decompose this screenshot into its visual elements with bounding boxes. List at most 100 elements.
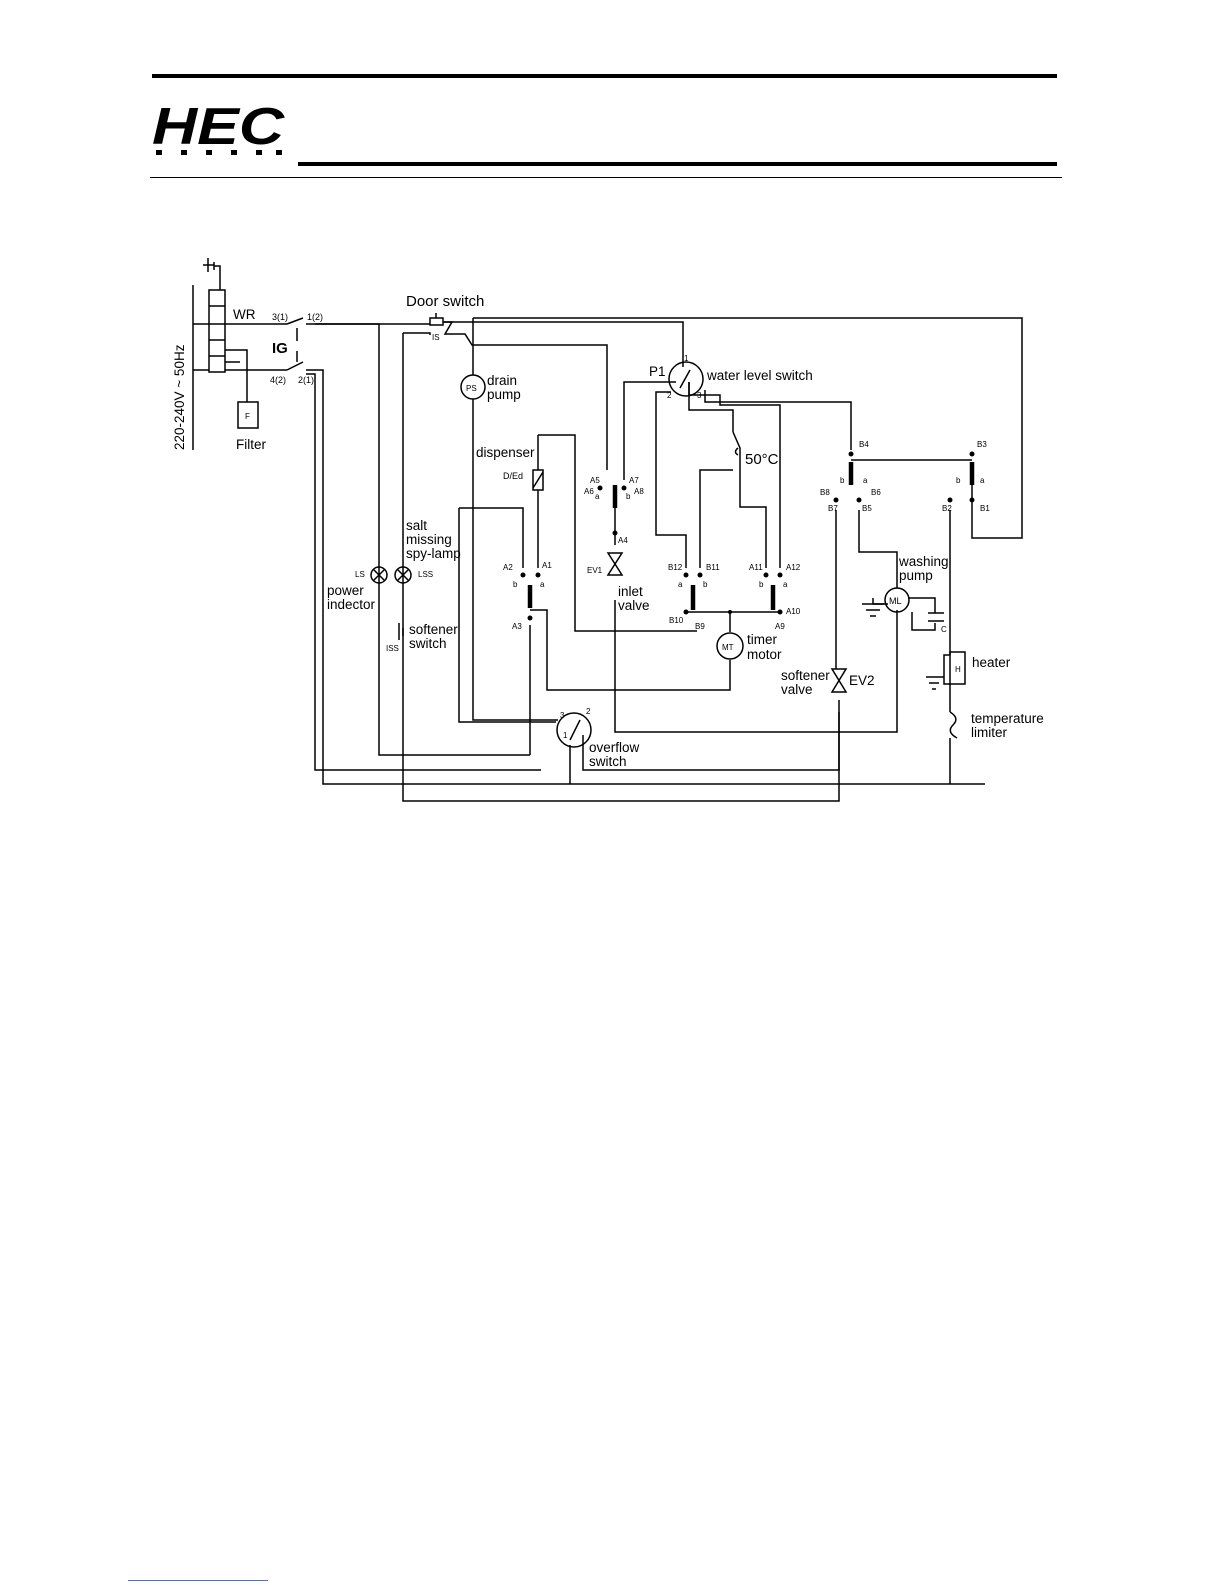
softener-switch-label-1: softener xyxy=(409,622,458,637)
ev2-label: EV2 xyxy=(849,673,875,688)
b5-label: B5 xyxy=(862,504,872,513)
power-indicator-label-1: power xyxy=(327,583,364,598)
timer-motor-symbol xyxy=(716,632,744,660)
a3-label: A3 xyxy=(512,622,522,631)
b2-label: B2 xyxy=(942,504,952,513)
b10-label: B10 xyxy=(669,616,684,625)
contact-b-b11: b xyxy=(703,580,708,589)
iss-label: ISS xyxy=(386,644,399,653)
ls-label: LS xyxy=(355,570,365,579)
footer-link-underline xyxy=(128,1580,268,1581)
inlet-valve-label-1: inlet xyxy=(618,584,643,599)
filter-symbol-label: F xyxy=(245,412,250,421)
washing-pump-label-1: washing xyxy=(898,554,949,569)
water-level-switch-label: water level switch xyxy=(706,368,813,383)
cam-contacts xyxy=(520,451,975,621)
contact-b-b8: b xyxy=(840,476,845,485)
a11-label: A11 xyxy=(749,563,763,572)
b4-label: B4 xyxy=(859,440,869,449)
drain-pump-label-2: pump xyxy=(487,387,521,402)
contact-a-b12: a xyxy=(678,580,683,589)
logo-text: HEC xyxy=(152,98,286,156)
wr-label: WR xyxy=(233,307,256,322)
hec-logo: HEC xyxy=(152,98,286,156)
b9-label: B9 xyxy=(695,622,705,631)
temperature-limiter-label-1: temperature xyxy=(971,711,1044,726)
overflow-switch-label-2: switch xyxy=(589,754,627,769)
contact-a-a12: a xyxy=(783,580,788,589)
b11-label: B11 xyxy=(706,563,720,572)
ofs-pin-3: 3 xyxy=(560,711,565,720)
timer-motor-label-1: timer xyxy=(747,632,778,647)
softener-valve-symbol xyxy=(830,668,848,693)
washing-pump-ground xyxy=(862,598,884,617)
a10-label: A10 xyxy=(786,607,801,616)
terminal-2-1: 2(1) xyxy=(298,375,314,385)
wires xyxy=(192,258,1023,802)
header-thin-rule xyxy=(150,177,1062,178)
header-mid-rule xyxy=(298,162,1057,166)
dispenser-label: dispenser xyxy=(476,445,535,460)
died-label: D/Ed xyxy=(503,471,523,481)
ml-label: ML xyxy=(889,596,902,606)
wls-pin-1: 1 xyxy=(684,354,689,363)
contact-b-a2: b xyxy=(513,580,518,589)
a9-label: A9 xyxy=(775,622,785,631)
b3-label: B3 xyxy=(977,440,987,449)
inlet-valve-symbol xyxy=(606,552,624,576)
a12-label: A12 xyxy=(786,563,801,572)
temperature-limiter-label-2: limiter xyxy=(971,725,1008,740)
contact-b-b2: b xyxy=(956,476,961,485)
overflow-switch-label-1: overflow xyxy=(589,740,640,755)
components xyxy=(237,313,966,748)
drain-pump-symbol xyxy=(460,374,486,400)
a4-label: A4 xyxy=(618,536,628,545)
terminal-4-2: 4(2) xyxy=(270,375,286,385)
terminal-1-2: 1(2) xyxy=(307,312,323,322)
a6-label: A6 xyxy=(584,487,594,496)
heater-symbol xyxy=(949,651,966,685)
lss-label: LSS xyxy=(418,570,433,579)
p1-label: P1 xyxy=(649,364,666,379)
timer-motor-label-2: motor xyxy=(747,647,782,662)
labels: Door switch WR IG 3(1) 1(2) 4(2) 2(1) IS… xyxy=(172,293,1044,769)
header-top-rule xyxy=(152,74,1057,78)
contact-a-b1: a xyxy=(980,476,985,485)
contact-b-a8: b xyxy=(626,492,631,501)
washing-pump-label-2: pump xyxy=(899,568,933,583)
h-label: H xyxy=(955,665,961,674)
a8-label: A8 xyxy=(634,487,644,496)
b6-label: B6 xyxy=(871,488,881,497)
contact-a-a1: a xyxy=(540,580,545,589)
salt-label-1: salt xyxy=(406,518,427,533)
ofs-pin-1: 1 xyxy=(563,731,568,740)
overflow-switch-symbol xyxy=(556,712,592,748)
a2-label: A2 xyxy=(503,563,513,572)
mt-label: MT xyxy=(722,643,734,652)
is-label: IS xyxy=(432,333,440,342)
terminal-3-1: 3(1) xyxy=(272,312,288,322)
door-switch-label: Door switch xyxy=(406,293,484,310)
inlet-valve-label-2: valve xyxy=(618,598,650,613)
dispenser-symbol xyxy=(532,469,544,491)
drain-pump-label-1: drain xyxy=(487,373,517,388)
water-level-switch-symbol xyxy=(668,361,704,397)
voltage-label: 220-240V ~ 50Hz xyxy=(172,344,187,450)
wls-pin-2: 2 xyxy=(667,391,672,400)
temp-limiter-symbol xyxy=(949,711,958,739)
ps-label: PS xyxy=(466,384,477,393)
heater-ground xyxy=(926,676,944,690)
washing-pump-symbol xyxy=(884,587,910,613)
b12-label: B12 xyxy=(668,563,683,572)
filter-label: Filter xyxy=(236,437,267,452)
power-indicator-label-2: indector xyxy=(327,597,376,612)
door-switch xyxy=(429,317,444,326)
contact-a-a6: a xyxy=(595,492,600,501)
thermostat-label: 50°C xyxy=(745,451,779,468)
a5-label: A5 xyxy=(590,476,600,485)
salt-label-3: spy-lamp xyxy=(406,546,461,561)
softener-valve-label-2: valve xyxy=(781,682,813,697)
ig-label: IG xyxy=(272,340,288,357)
b8-label: B8 xyxy=(820,488,830,497)
